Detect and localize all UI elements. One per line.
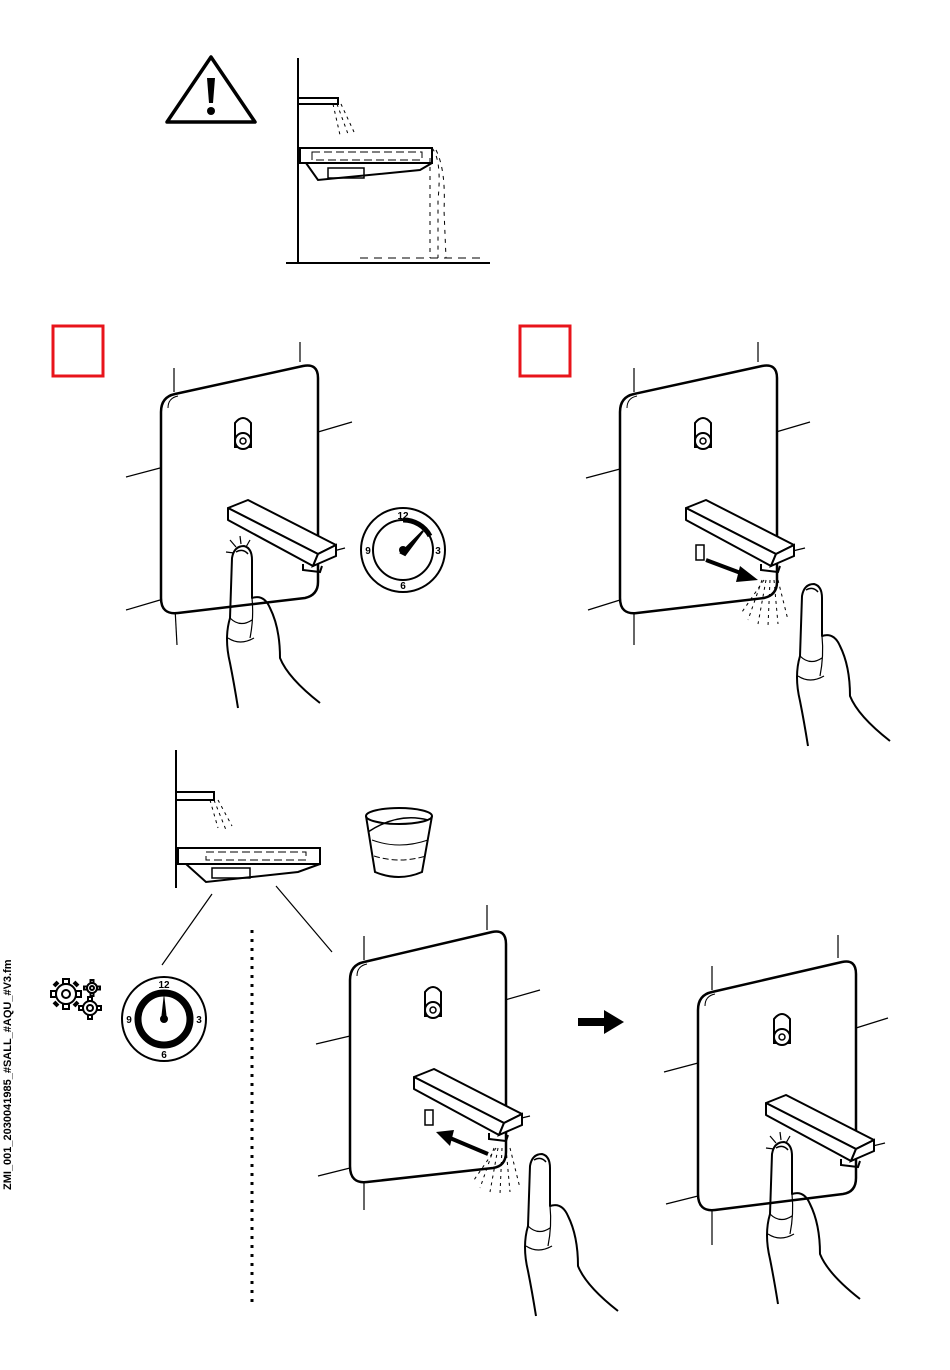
timer-dial-2: 12 3 6 9 [122,977,206,1061]
overflow-sink-illustration [286,58,490,263]
dial1-num-6: 6 [400,581,406,592]
dial2-num-6: 6 [161,1050,167,1061]
right-arrow-icon [578,1010,624,1034]
step3-illustration [316,905,618,1316]
step-box-1 [53,326,103,376]
step-box-2 [520,326,570,376]
gears-icon [51,979,101,1019]
dial1-num-12: 12 [397,511,409,522]
sink-cleaning-illustration [162,750,332,965]
step1-illustration [126,342,352,708]
warning-triangle-icon [167,57,255,122]
dial1-num-9: 9 [365,546,371,557]
step2-illustration [586,342,890,746]
step4-illustration [664,935,888,1304]
dial1-num-3: 3 [435,546,441,557]
dial2-num-12: 12 [158,980,170,991]
dial2-num-3: 3 [196,1015,202,1026]
dial2-num-9: 9 [126,1015,132,1026]
bucket-icon [366,808,432,877]
timer-dial-1: 12 3 6 9 [361,508,445,592]
